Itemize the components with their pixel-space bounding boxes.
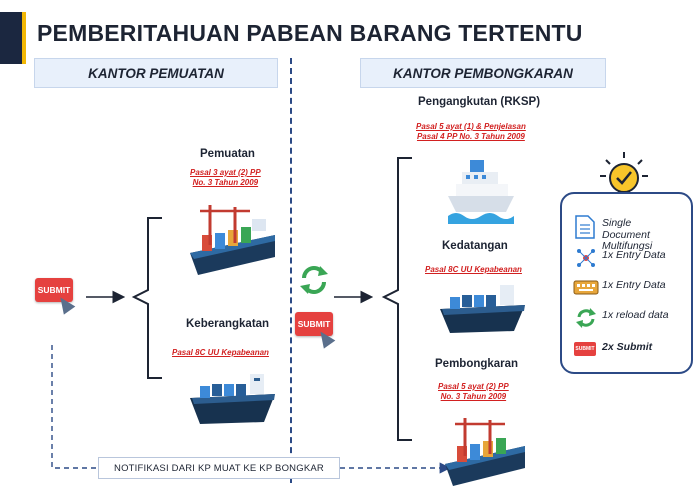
- keyboard-icon: [573, 280, 599, 295]
- section-header-kantor-pemuatan: KANTOR PEMUATAN: [34, 58, 278, 88]
- notification-path: [51, 345, 98, 469]
- label-kedatangan: Kedatangan: [442, 240, 508, 252]
- legend-item: Single Document Multifungsi: [562, 214, 695, 254]
- label-pembongkaran: Pembongkaran: [435, 358, 519, 370]
- ref-pengangkutan: Pasal 5 ayat (1) & Penjelasan Pasal 4 PP…: [416, 122, 526, 141]
- legend-item: 1x Entry Data: [562, 246, 695, 272]
- submit-button-pemuatan[interactable]: SUBMIT: [35, 278, 73, 302]
- passenger-ship-icon: [448, 160, 514, 224]
- header-accent-bar: [0, 12, 26, 64]
- legend-item: SUBMIT 2x Submit: [562, 338, 695, 364]
- submit-icon: SUBMIT: [574, 342, 596, 356]
- legend-box: Single Document Multifungsi 1x Entry Dat…: [560, 192, 693, 374]
- document-icon: [575, 215, 595, 239]
- crane-ship-icon: [445, 418, 525, 486]
- section-header-kantor-pembongkaran: KANTOR PEMBONGKARAN: [360, 58, 606, 88]
- network-icon: [577, 249, 595, 267]
- right-bracket: [381, 157, 412, 441]
- ref-keberangkatan: Pasal 8C UU Kepabeanan: [172, 348, 269, 357]
- legend-item: 1x Entry Data: [562, 276, 695, 302]
- label-pengangkutan: Pengangkutan (RKSP): [418, 96, 541, 108]
- section-divider: [290, 58, 292, 483]
- label-keberangkatan: Keberangkatan: [186, 318, 270, 330]
- ref-pemuatan: Pasal 3 ayat (2) PP No. 3 Tahun 2009: [190, 168, 261, 187]
- label-pemuatan: Pemuatan: [200, 148, 255, 160]
- notification-label: NOTIFIKASI DARI KP MUAT KE KP BONGKAR: [98, 457, 340, 479]
- reload-icon: [576, 308, 596, 328]
- cargo-ship-icon: [190, 374, 275, 424]
- page-title: PEMBERITAHUAN PABEAN BARANG TERTENTU: [37, 20, 583, 46]
- reload-icon: [300, 266, 328, 294]
- cargo-ship-icon: [440, 285, 525, 333]
- ref-kedatangan: Pasal 8C UU Kepabeanan: [425, 265, 522, 274]
- crane-ship-icon: [190, 205, 275, 275]
- left-bracket: [131, 217, 162, 379]
- legend-item: 1x reload data: [562, 306, 695, 332]
- submit-button-pembongkaran[interactable]: SUBMIT: [295, 312, 333, 336]
- ref-pembongkaran: Pasal 5 ayat (2) PP No. 3 Tahun 2009: [438, 382, 509, 401]
